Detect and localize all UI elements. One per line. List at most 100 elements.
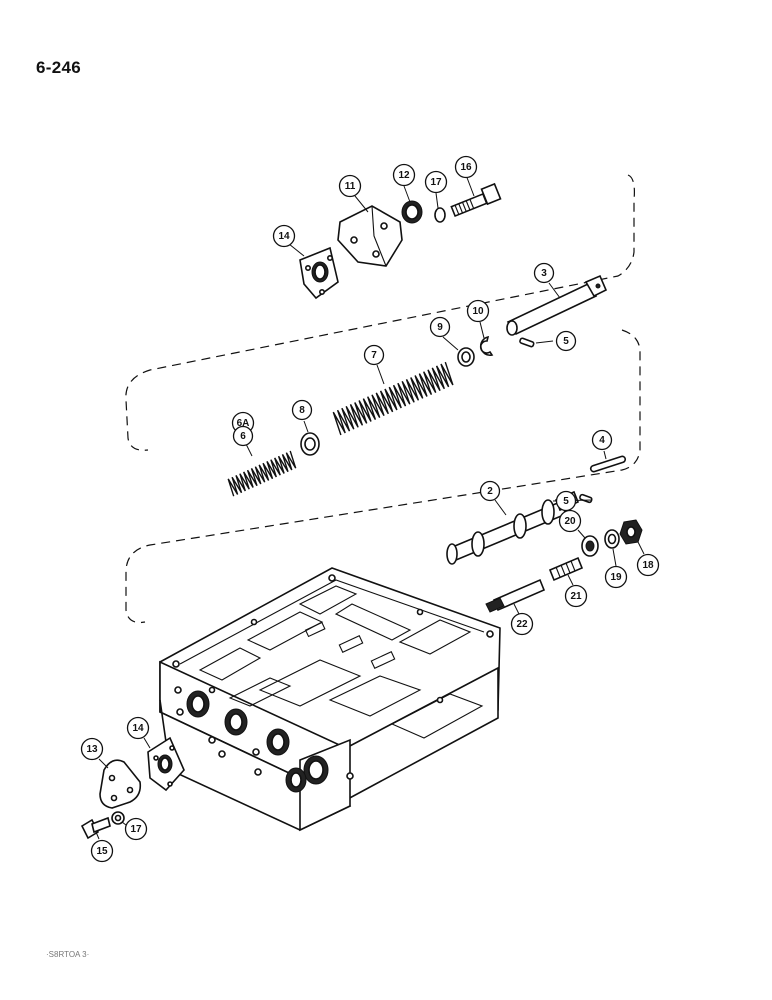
page-number: 6-246 bbox=[36, 58, 81, 77]
callout-number: 19 bbox=[610, 572, 622, 583]
callout-number: 3 bbox=[541, 268, 547, 279]
callout-circle bbox=[510, 612, 534, 636]
callout-circle bbox=[291, 399, 313, 421]
part-17-washer-upper bbox=[434, 207, 446, 223]
callout-2: 2 bbox=[479, 480, 501, 502]
part-9-washer bbox=[457, 347, 475, 367]
callout-14b: 14 bbox=[126, 716, 150, 740]
callout-number: 7 bbox=[371, 350, 377, 361]
callout-14a: 14 bbox=[272, 224, 296, 248]
part-17-washer-lower bbox=[111, 811, 125, 825]
callout-number: 6 bbox=[240, 431, 246, 442]
callout-circle bbox=[558, 509, 582, 533]
callout-number: 15 bbox=[96, 846, 108, 857]
callout-9: 9 bbox=[429, 316, 451, 338]
callout-10: 10 bbox=[466, 299, 490, 323]
callout-15: 15 bbox=[90, 839, 114, 863]
part-5-pin-lower bbox=[579, 493, 593, 504]
callout-circle bbox=[338, 174, 362, 198]
callout-circle bbox=[564, 584, 588, 608]
callout-7: 7 bbox=[363, 344, 385, 366]
part-11-cover bbox=[337, 205, 403, 267]
part-6-spring-small bbox=[227, 450, 297, 497]
part-4-pin bbox=[589, 455, 627, 473]
callout-16: 16 bbox=[454, 155, 478, 179]
callout-number: 14 bbox=[132, 723, 144, 734]
housing-port-4 bbox=[303, 755, 329, 785]
part-3-shaft bbox=[506, 274, 608, 336]
callout-19: 19 bbox=[604, 565, 628, 589]
callout-number: 11 bbox=[345, 181, 356, 192]
callout-circle bbox=[479, 480, 501, 502]
part-5-pin-upper bbox=[519, 337, 535, 348]
callout-circle bbox=[454, 155, 478, 179]
callout-21: 21 bbox=[564, 584, 588, 608]
callout-number: 18 bbox=[642, 560, 654, 571]
callout-circle bbox=[126, 716, 150, 740]
part-18-nut bbox=[619, 519, 643, 545]
callout-number: 9 bbox=[437, 322, 443, 333]
callout-13: 13 bbox=[80, 737, 104, 761]
callout-number: 12 bbox=[398, 170, 410, 181]
callout-number: 4 bbox=[599, 435, 605, 446]
callout-circle bbox=[555, 330, 577, 352]
footer-code: ·S8RTOA 3· bbox=[46, 950, 90, 959]
assembly-dashed-outline-upper bbox=[125, 174, 635, 451]
part-14-gasket-lower bbox=[147, 736, 185, 792]
callout-number: 17 bbox=[130, 824, 142, 835]
part-21-stud bbox=[548, 556, 584, 582]
callout-number: 13 bbox=[86, 744, 98, 755]
callout-12: 12 bbox=[392, 163, 416, 187]
callout-3: 3 bbox=[533, 262, 555, 284]
callout-17a: 17 bbox=[424, 170, 448, 194]
callout-5b: 5 bbox=[555, 490, 577, 512]
callout-number: 2 bbox=[487, 486, 493, 497]
callout-4: 4 bbox=[591, 429, 613, 451]
callout-22: 22 bbox=[510, 612, 534, 636]
callout-circle bbox=[90, 839, 114, 863]
callout-20: 20 bbox=[558, 509, 582, 533]
callout-circle bbox=[124, 817, 148, 841]
part-22-rod bbox=[485, 578, 546, 613]
callout-number: 5 bbox=[563, 496, 569, 507]
callout-circle bbox=[363, 344, 385, 366]
part-10-snap-ring bbox=[479, 335, 494, 357]
callout-circle bbox=[392, 163, 416, 187]
housing-port-5 bbox=[285, 767, 307, 793]
part-7-spring-large bbox=[332, 361, 454, 436]
callout-number: 17 bbox=[430, 177, 442, 188]
callout-circle bbox=[636, 553, 660, 577]
callout-circle bbox=[604, 565, 628, 589]
part-19-washer bbox=[604, 529, 620, 549]
callout-number: 16 bbox=[460, 162, 472, 173]
callout-circle bbox=[80, 737, 104, 761]
housing-port-1 bbox=[186, 690, 210, 718]
callout-number: 10 bbox=[472, 306, 484, 317]
callout-number: 14 bbox=[278, 231, 290, 242]
callout-number: 5 bbox=[563, 336, 569, 347]
callout-18: 18 bbox=[636, 553, 660, 577]
callout-labels: 16 17 12 11 14 3 10 9 5 7 8 6A 6 4 2 5 20 19 18 21 22 13 14 17 1… bbox=[80, 155, 660, 863]
callout-circle bbox=[591, 429, 613, 451]
callout-6: 6 bbox=[232, 425, 254, 447]
part-15-bolt bbox=[80, 816, 111, 840]
leader-lines bbox=[95, 174, 645, 840]
assembly-dashed-outline-lower bbox=[125, 329, 641, 624]
valve-body-housing bbox=[159, 567, 501, 832]
part-20-retainer bbox=[581, 535, 599, 557]
part-8-washer bbox=[300, 432, 320, 456]
callout-number: 21 bbox=[570, 591, 582, 602]
callout-circle bbox=[533, 262, 555, 284]
callout-circle bbox=[429, 316, 451, 338]
part-12-seal bbox=[401, 200, 423, 224]
callout-17b: 17 bbox=[124, 817, 148, 841]
callout-8: 8 bbox=[291, 399, 313, 421]
callout-11: 11 bbox=[338, 174, 362, 198]
callout-circle bbox=[466, 299, 490, 323]
callout-number: 22 bbox=[516, 619, 528, 630]
callout-number: 6A bbox=[237, 418, 250, 429]
callout-number: 20 bbox=[564, 516, 576, 527]
callout-circle bbox=[555, 490, 577, 512]
housing-port-2 bbox=[224, 708, 248, 736]
